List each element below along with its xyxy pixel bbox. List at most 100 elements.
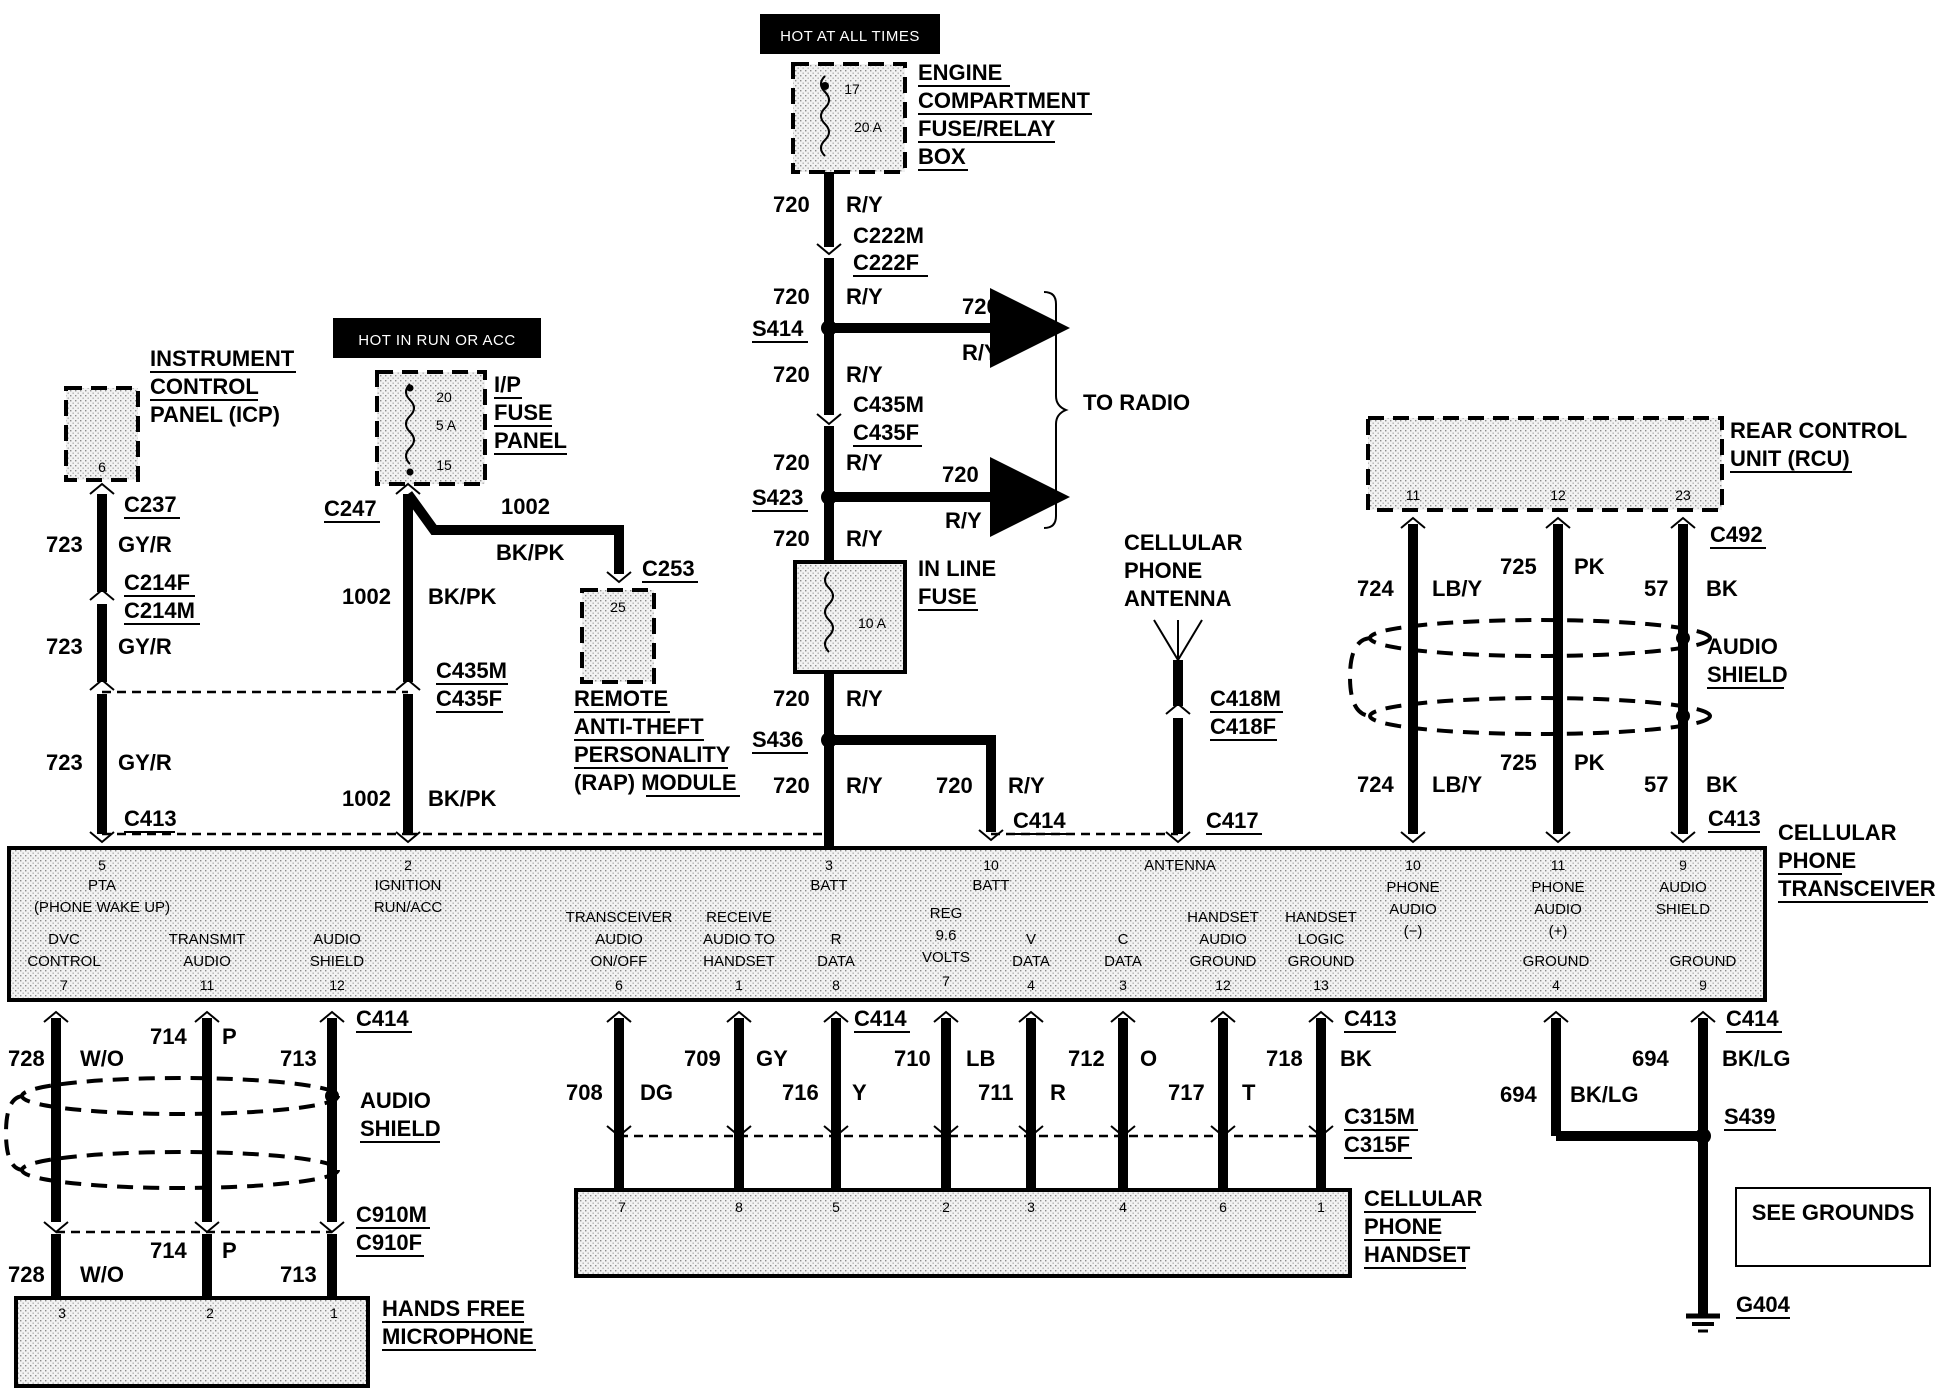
wire-label: 723 — [46, 750, 83, 775]
svg-text:AUDIO: AUDIO — [313, 931, 361, 948]
connector-c413: C413 — [1708, 806, 1761, 831]
svg-text:TRANSCEIVER: TRANSCEIVER — [1778, 876, 1936, 901]
svg-text:PERSONALITY: PERSONALITY — [574, 742, 731, 767]
svg-text:11: 11 — [1406, 487, 1421, 503]
svg-text:3: 3 — [58, 1305, 66, 1321]
connector-c414: C414 — [356, 1006, 409, 1031]
wire-color: R/Y — [1008, 773, 1045, 798]
mic-audio-shield — [3, 1076, 340, 1190]
splice-s414: S414 720 R/Y — [752, 288, 1070, 368]
wire-color: R/Y — [846, 192, 883, 217]
wire-color: R/Y — [846, 686, 883, 711]
connector-c417: C417 — [1206, 808, 1259, 833]
wire-color: PK — [1574, 554, 1605, 579]
svg-text:6: 6 — [1219, 1199, 1227, 1215]
svg-text:TO RADIO: TO RADIO — [1083, 390, 1190, 415]
wire-color: P — [222, 1238, 237, 1263]
wire-color: BK/PK — [428, 584, 497, 609]
wire-label: 720 — [773, 686, 810, 711]
connector-c214m: C214M — [124, 598, 195, 623]
connector-c435m: C435M — [436, 658, 507, 683]
wire-color: BK — [1706, 576, 1738, 601]
svg-text:5: 5 — [832, 1199, 840, 1215]
connector-c414: C414 — [1726, 1006, 1779, 1031]
audio-shield-label: SHIELD — [1707, 662, 1788, 687]
wire-color: BK/LG — [1570, 1082, 1638, 1107]
svg-text:LOGIC: LOGIC — [1298, 931, 1345, 948]
svg-text:V: V — [1026, 931, 1036, 948]
svg-text:BOX: BOX — [918, 144, 966, 169]
svg-text:GROUND: GROUND — [1670, 953, 1737, 970]
wire-label: 694 — [1500, 1082, 1537, 1107]
svg-text:PHONE: PHONE — [1778, 848, 1856, 873]
wire-color: O — [1140, 1046, 1157, 1071]
svg-text:AUDIO TO: AUDIO TO — [703, 931, 775, 948]
rap-module: 25 — [580, 588, 656, 684]
cellular-phone-handset: 7 8 5 2 3 4 6 1 — [574, 1188, 1352, 1278]
hot-in-run-tag: HOT IN RUN OR ACC — [333, 318, 541, 358]
wire-color: BK/PK — [496, 540, 565, 565]
svg-text:AUDIO: AUDIO — [1659, 879, 1707, 896]
wire-723 — [89, 482, 115, 844]
rcu-label: REAR CONTROL UNIT (RCU) — [1730, 418, 1907, 473]
wire-color: P — [222, 1024, 237, 1049]
svg-text:S436: S436 — [752, 727, 803, 752]
audio-shield-label: AUDIO — [360, 1088, 431, 1113]
connector-c910f: C910F — [356, 1230, 422, 1255]
transceiver-label: CELLULAR PHONE TRANSCEIVER — [1778, 820, 1936, 903]
svg-text:CELLULAR: CELLULAR — [1778, 820, 1897, 845]
wire-color: BK — [1340, 1046, 1372, 1071]
svg-text:C: C — [1118, 931, 1129, 948]
wire-color: R/Y — [846, 773, 883, 798]
wire-color: W/O — [80, 1046, 124, 1071]
connector-c413: C413 — [124, 806, 177, 831]
svg-text:12: 12 — [1550, 487, 1566, 503]
svg-text:BATT: BATT — [972, 877, 1009, 894]
connector-c435m: C435M — [853, 392, 924, 417]
wire-color: R/Y — [846, 284, 883, 309]
svg-text:20 A: 20 A — [854, 119, 883, 135]
svg-text:20: 20 — [436, 389, 452, 405]
svg-text:ON/OFF: ON/OFF — [591, 953, 648, 970]
wire-color: T — [1242, 1080, 1256, 1105]
svg-text:SHIELD: SHIELD — [1656, 901, 1710, 918]
rcu-module: 11 12 23 — [1366, 416, 1724, 512]
ground-wires — [1543, 1010, 1716, 1316]
svg-text:RECEIVE: RECEIVE — [706, 909, 772, 926]
splice-s439: S439 — [1724, 1104, 1775, 1129]
rap-module-label: REMOTE ANTI-THEFT PERSONALITY (RAP) MODU… — [574, 686, 740, 797]
svg-text:DVC: DVC — [48, 931, 80, 948]
transceiver-top-pins: 5 PTA (PHONE WAKE UP) 2 IGNITION RUN/ACC… — [34, 857, 1710, 940]
svg-text:4: 4 — [1552, 977, 1560, 993]
wire-color: Y — [852, 1080, 867, 1105]
wire-label: 708 — [566, 1080, 603, 1105]
wire-label: 709 — [684, 1046, 721, 1071]
svg-text:DATA: DATA — [1104, 953, 1142, 970]
microphone-label: HANDS FREE MICROPHONE — [382, 1296, 536, 1351]
svg-text:I/P: I/P — [494, 372, 521, 397]
svg-text:GROUND: GROUND — [1288, 953, 1355, 970]
svg-text:6: 6 — [615, 977, 623, 993]
svg-text:PHONE: PHONE — [1531, 879, 1584, 896]
wire-color: W/O — [80, 1262, 124, 1287]
svg-text:IGNITION: IGNITION — [375, 877, 442, 894]
wire-label: 713 — [280, 1046, 317, 1071]
svg-text:8: 8 — [832, 977, 840, 993]
svg-text:10 A: 10 A — [858, 615, 887, 631]
svg-text:12: 12 — [329, 977, 345, 993]
svg-text:9: 9 — [1679, 857, 1687, 873]
svg-text:CONTROL: CONTROL — [27, 953, 100, 970]
svg-text:GROUND: GROUND — [1523, 953, 1590, 970]
svg-text:720: 720 — [962, 294, 999, 319]
wire-label: 723 — [46, 532, 83, 557]
svg-text:AUDIO: AUDIO — [595, 931, 643, 948]
svg-text:3: 3 — [825, 857, 833, 873]
hands-free-microphone: 3 2 1 — [14, 1296, 370, 1388]
svg-text:CELLULAR: CELLULAR — [1364, 1186, 1483, 1211]
svg-text:PTA: PTA — [88, 877, 116, 894]
svg-text:HOT AT ALL TIMES: HOT AT ALL TIMES — [780, 28, 920, 45]
wire-label: 728 — [8, 1046, 45, 1071]
svg-text:S414: S414 — [752, 316, 804, 341]
connector-c222m: C222M — [853, 223, 924, 248]
